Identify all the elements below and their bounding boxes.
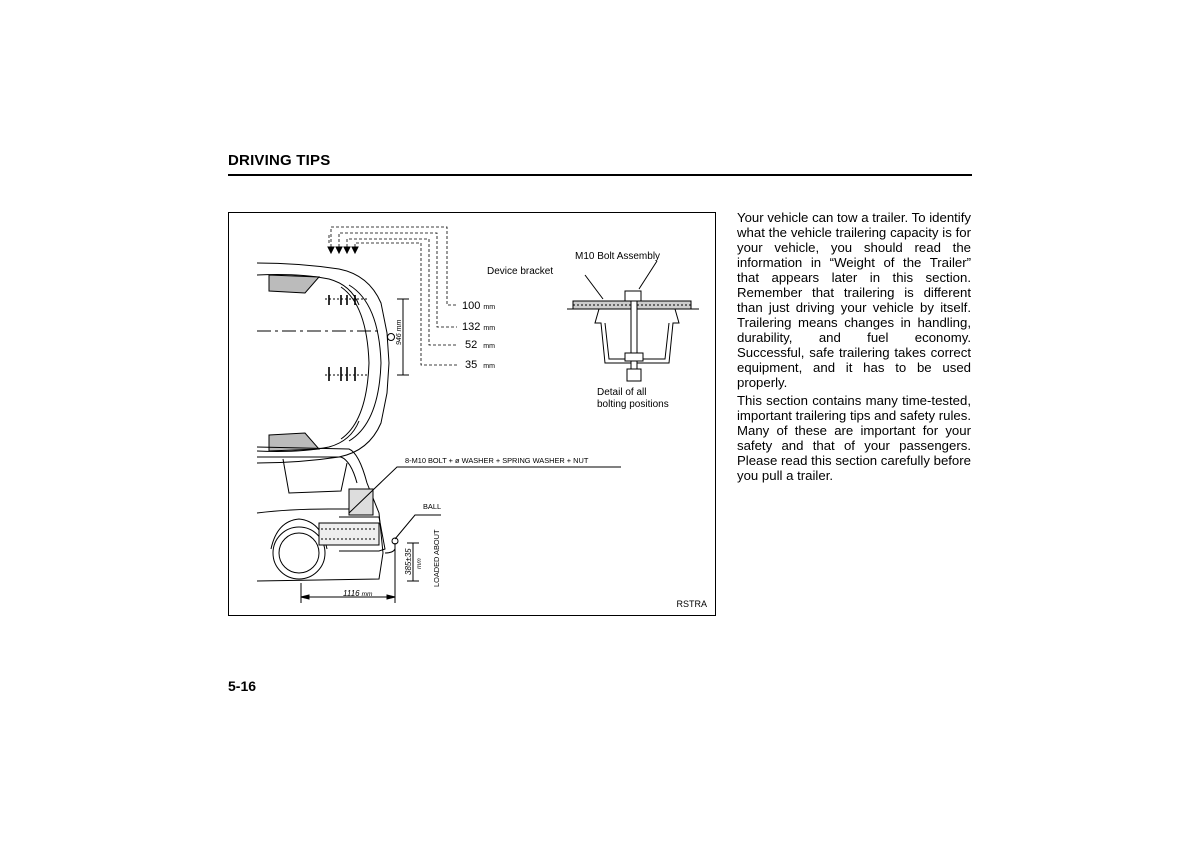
loaded-about-label: LOADED ABOUT [432, 529, 441, 587]
dimension-leaders [328, 226, 457, 366]
height-unit-label: mm [416, 558, 423, 569]
device-bracket-label: Device bracket [487, 266, 553, 277]
bolt-assembly-detail [567, 260, 699, 382]
header-rule [228, 174, 972, 176]
width-dimension-label: 946 mm [396, 320, 403, 345]
bolt-assembly-label: M10 Bolt Assembly [575, 251, 660, 262]
body-text: Your vehicle can tow a trailer. To ident… [737, 210, 971, 486]
bolt-spec-label: 8-M10 BOLT + ø WASHER + SPRING WASHER + … [405, 456, 589, 465]
figure-code: RSTRA [676, 599, 707, 609]
detail-label-line2: bolting positions [597, 399, 669, 410]
vehicle-top-view [256, 262, 409, 464]
ball-label: BALL [423, 502, 441, 511]
paragraph-1: Your vehicle can tow a trailer. To ident… [737, 210, 971, 390]
paragraph-2: This section contains many time-tested, … [737, 393, 971, 483]
detail-label-line1: Detail of all [597, 387, 646, 398]
vehicle-side-view [256, 446, 621, 603]
page-number: 5-16 [228, 678, 257, 694]
height-dimension-label: 385±35 [404, 548, 413, 575]
section-title: DRIVING TIPS [228, 152, 331, 169]
